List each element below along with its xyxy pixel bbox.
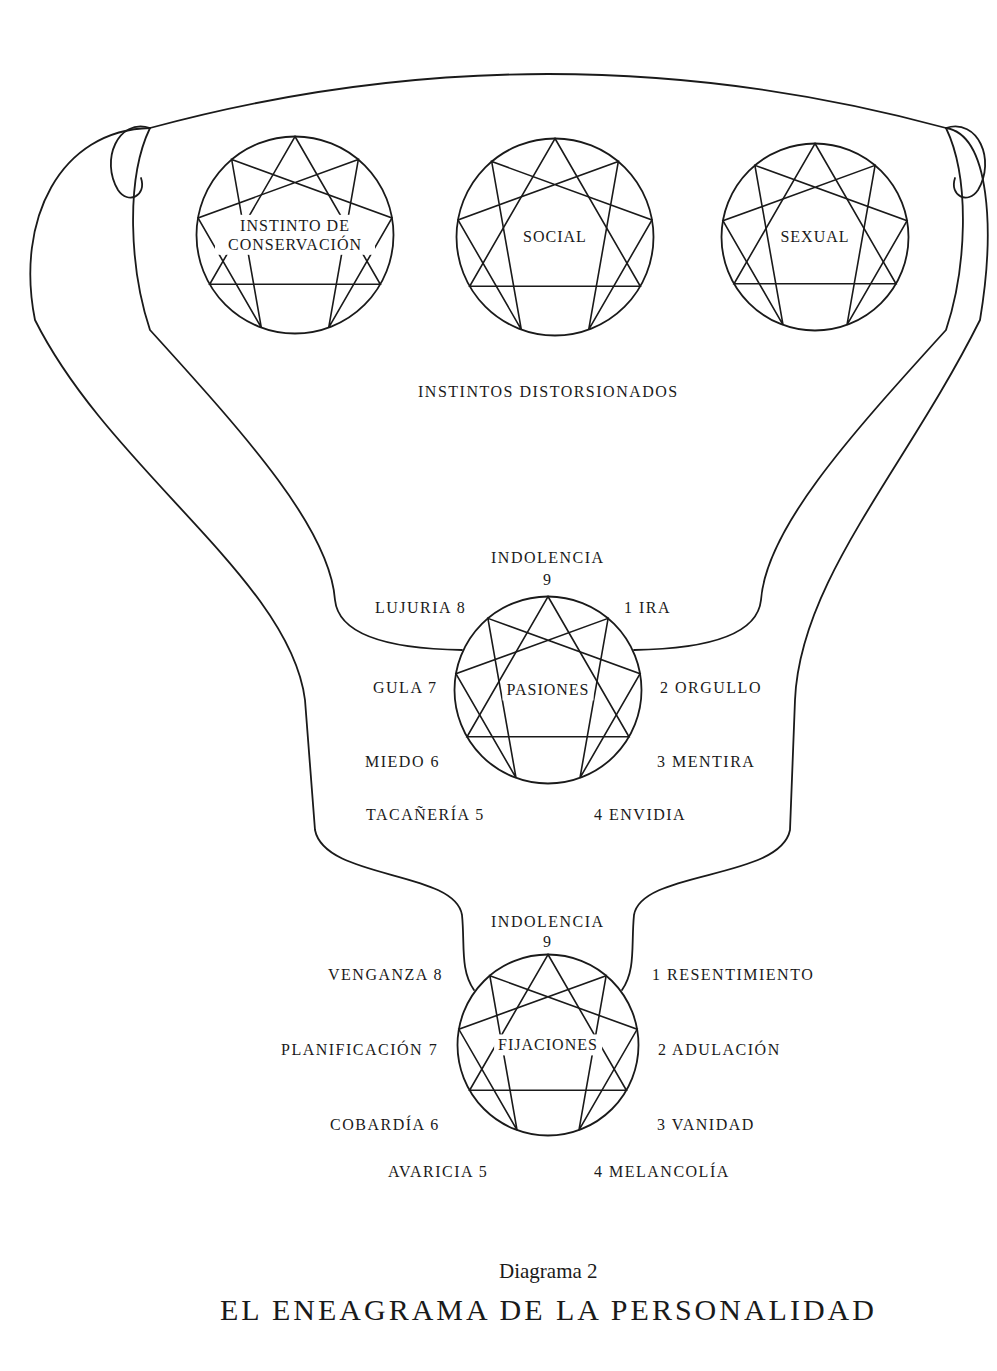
enneagram-ring (722, 144, 909, 331)
trait-label: 1 IRA (622, 598, 673, 617)
enneagram-ring (458, 955, 639, 1136)
circle-title: PASIONES (503, 679, 594, 700)
enneagram-hexad (456, 618, 640, 777)
figure-title: EL ENEAGRAMA DE LA PERSONALIDAD (220, 1292, 877, 1328)
circle-text-group: SEXUAL (776, 226, 853, 247)
enneagram-ring (197, 137, 394, 334)
left-outer-funnel (30, 128, 474, 990)
enneagram-circle: FIJACIONES (456, 953, 640, 1137)
circle-title: FIJACIONES (494, 1034, 602, 1055)
enneagram-triangle (470, 955, 627, 1091)
enneagram-circle: SEXUAL (720, 142, 910, 332)
enneagram-triangle (470, 139, 641, 287)
circle-title: INSTINTO DE CONSERVACIÓN (215, 215, 375, 255)
trait-label: PLANIFICACIÓN 7 (279, 1040, 440, 1059)
enneagram-triangle (467, 597, 629, 737)
trait-label: AVARICIA 5 (386, 1162, 490, 1181)
circle-text-group: SOCIAL (519, 226, 591, 247)
trait-label: 9 (541, 570, 555, 589)
enneagram-triangle (734, 144, 896, 284)
trait-label: LUJURIA 8 (373, 598, 468, 617)
trait-label: INDOLENCIA (489, 548, 607, 567)
trait-label: 2 ORGULLO (658, 678, 764, 697)
enneagram-circle: SOCIAL (455, 137, 655, 337)
enneagram-hexad (458, 162, 652, 330)
circle-title: SEXUAL (776, 226, 853, 247)
circle-text-group: INSTINTO DE CONSERVACIÓN (215, 215, 375, 255)
trait-label: MIEDO 6 (363, 752, 442, 771)
enneagram-hexad (723, 165, 907, 324)
head-top-arc (150, 74, 946, 128)
enneagram-triangle (210, 137, 381, 285)
trait-label: 2 ADULACIÓN (656, 1040, 783, 1059)
trait-label: 4 ENVIDIA (592, 805, 688, 824)
circle-title: SOCIAL (519, 226, 591, 247)
circle-text-group: FIJACIONES (494, 1034, 602, 1055)
circle-text-group: PASIONES (503, 679, 594, 700)
right-inner-funnel (634, 128, 963, 650)
trait-label: COBARDÍA 6 (328, 1115, 442, 1134)
trait-label: 4 MELANCOLÍA (592, 1162, 732, 1181)
enneagram-ring (457, 139, 654, 336)
trait-label: 1 RESENTIMIENTO (650, 965, 816, 984)
trait-label: INDOLENCIA (489, 912, 607, 931)
enneagram-ring (455, 597, 642, 784)
trait-label: 3 VANIDAD (655, 1115, 757, 1134)
trait-label: 3 MENTIRA (655, 752, 757, 771)
left-ear (111, 126, 150, 197)
trait-label: TACAÑERÍA 5 (364, 805, 487, 824)
right-ear (946, 126, 985, 197)
figure-caption: Diagrama 2 (499, 1259, 598, 1284)
enneagram-hexad (198, 160, 392, 328)
enneagram-circle: PASIONES (453, 595, 643, 785)
right-outer-funnel (622, 128, 988, 990)
trait-label: GULA 7 (371, 678, 440, 697)
trait-label: VENGANZA 8 (326, 965, 445, 984)
left-inner-funnel (133, 128, 462, 650)
enneagram-hexad (459, 976, 637, 1130)
trait-label: INSTINTOS DISTORSIONADOS (416, 382, 681, 401)
trait-label: 9 (541, 932, 555, 951)
enneagram-circle: INSTINTO DE CONSERVACIÓN (195, 135, 395, 335)
